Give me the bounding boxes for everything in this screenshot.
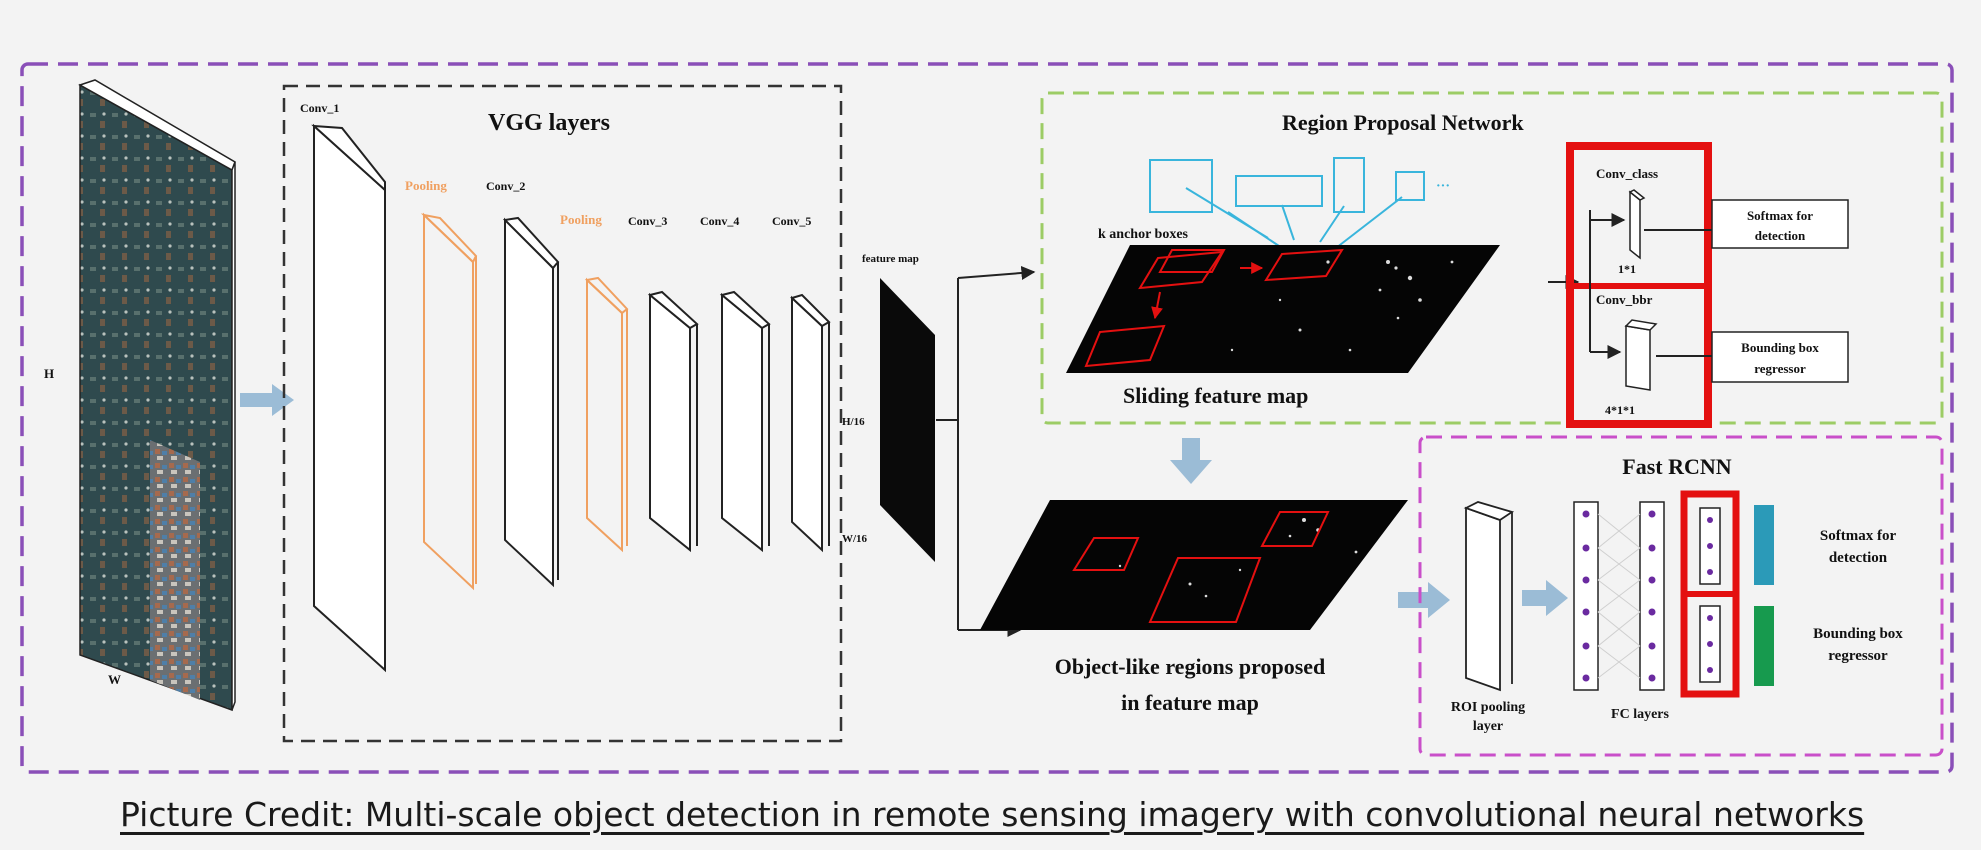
anchor-boxes-label: k anchor boxes <box>1098 227 1189 242</box>
proposal-boxes <box>1072 511 1330 623</box>
roi-pooling-block <box>1463 501 1515 692</box>
sliding-feature-map <box>1066 245 1500 373</box>
rpn-bbox-line2: regressor <box>1754 361 1806 376</box>
feature-map-h16: H/16 <box>842 416 865 428</box>
roi-label-line1: ROI pooling <box>1451 700 1525 715</box>
input-width-label: W <box>108 672 121 687</box>
feature-map-w16: W/16 <box>842 533 868 545</box>
anchor-ellipsis: ··· <box>1436 179 1450 194</box>
pooling2-block <box>584 276 629 553</box>
input-height-label: H <box>44 366 54 381</box>
fast-bbox-bar <box>1754 606 1774 686</box>
conv5-label: Conv_5 <box>772 214 811 228</box>
fast-bbox-line1: Bounding box <box>1813 626 1903 642</box>
fast-rcnn-title: Fast RCNN <box>1622 454 1731 479</box>
fc-neurons <box>1582 510 1656 682</box>
fc-layer-2 <box>1639 501 1665 691</box>
fast-bbox-line2: regressor <box>1828 648 1888 664</box>
fc-connections <box>1597 513 1641 679</box>
conv1-block <box>311 123 386 673</box>
rpn-title: Region Proposal Network <box>1282 110 1524 135</box>
sliding-windows <box>1084 248 1344 368</box>
rpn-softmax-line2: detection <box>1755 228 1806 243</box>
arrow-roi-to-fc <box>1522 580 1568 616</box>
rpn-bbox-box <box>1711 331 1849 383</box>
conv3-block <box>647 290 699 553</box>
rpn-softmax-box <box>1711 199 1849 249</box>
anchor-boxes <box>1149 157 1425 249</box>
outer-frame <box>20 62 1954 774</box>
conv2-label: Conv_2 <box>486 179 525 193</box>
pooling1-label: Pooling <box>405 178 447 193</box>
rpn-head-arrows <box>1589 210 1712 359</box>
picture-credit: Picture Credit: Multi-scale object detec… <box>120 795 1865 834</box>
fast-head-bbr <box>1699 605 1721 683</box>
conv3-label: Conv_3 <box>628 214 667 228</box>
conv5-block <box>790 293 831 553</box>
arrow-input-to-vgg <box>240 384 294 416</box>
pooling1-block <box>420 212 478 591</box>
roi-label-line2: layer <box>1473 719 1503 734</box>
conv4-label: Conv_4 <box>700 214 739 228</box>
feature-map <box>880 278 935 562</box>
rpn-softmax-line1: Softmax for <box>1747 208 1813 223</box>
rpn-frame <box>1040 91 1944 425</box>
conv1-label: Conv_1 <box>300 101 339 115</box>
fast-softmax-bar <box>1754 505 1774 585</box>
fast-head-cls <box>1699 507 1721 585</box>
proposals-caption-line2: in feature map <box>1121 690 1259 715</box>
conv4-block <box>719 290 771 553</box>
sliding-caption: Sliding feature map <box>1123 383 1308 408</box>
vgg-frame <box>282 84 843 743</box>
sliding-hotspots <box>1230 260 1454 352</box>
feature-map-label: feature map <box>862 253 919 265</box>
fast-softmax-line2: detection <box>1829 550 1888 566</box>
input-image <box>78 79 236 712</box>
arrow-rpn-down <box>1170 438 1212 484</box>
conv-bbr-label: Conv_bbr <box>1596 292 1653 307</box>
conv-class-label: Conv_class <box>1596 166 1658 181</box>
conv-bbr-dim: 4*1*1 <box>1605 403 1635 417</box>
conv2-block <box>502 216 560 588</box>
conv-bbr-block <box>1624 319 1658 391</box>
arrow-to-roi <box>1398 582 1450 618</box>
proposal-feature-map <box>980 500 1408 630</box>
fc-layers-label: FC layers <box>1611 707 1669 722</box>
pooling2-label: Pooling <box>560 212 602 227</box>
conv-class-dim: 1*1 <box>1618 262 1636 276</box>
vgg-title: VGG layers <box>488 110 610 136</box>
fast-rcnn-frame <box>1418 435 1944 757</box>
fast-softmax-line1: Softmax for <box>1820 528 1897 544</box>
fc-layer-1 <box>1573 501 1599 691</box>
conv-class-block <box>1628 189 1646 260</box>
proposals-caption-line1: Object-like regions proposed <box>1055 654 1326 679</box>
rpn-bbox-line1: Bounding box <box>1741 340 1819 355</box>
